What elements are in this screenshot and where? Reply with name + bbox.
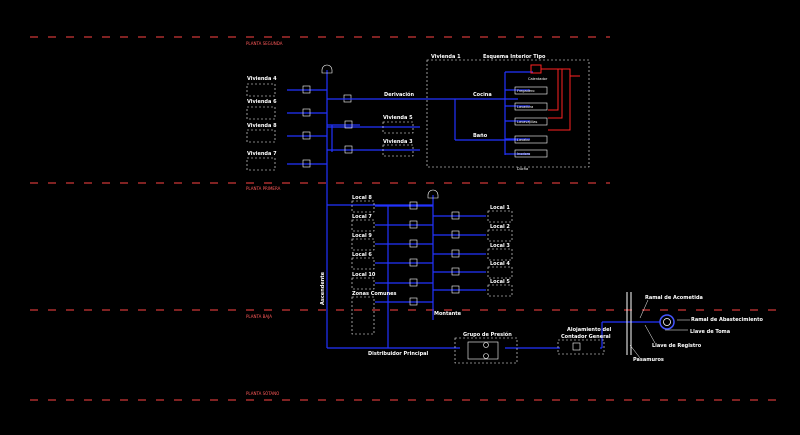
unit-label-vivienda-7: Vivienda 7	[247, 151, 277, 157]
water-main-icon	[659, 314, 675, 330]
unit-label-local-5: Local 5	[490, 279, 510, 285]
pump-group-label: Grupo de Presión	[463, 331, 512, 338]
montante-label: Montante	[434, 311, 462, 317]
ascendente-label: Ascendente	[320, 271, 326, 305]
air-vent-icon	[427, 189, 439, 199]
unit-label-local-9: Local 9	[352, 233, 372, 239]
detail-title: Vivienda 1	[431, 54, 461, 60]
pasamuros-label: Pasamuros	[633, 357, 664, 363]
unit-label-local-7: Local 7	[352, 214, 372, 220]
toma-label: Llave de Toma	[690, 329, 730, 335]
unit-label-local-10: Local 10	[352, 272, 376, 278]
unit-label-vivienda-8: Vivienda 8	[247, 123, 277, 129]
floor-label-primera: PLANTA PRIMERA	[246, 186, 281, 191]
unit-label-local-3: Local 3	[490, 243, 510, 249]
cocina-label: Cocina	[473, 92, 492, 98]
unit-label-vivienda-5: Vivienda 5	[383, 115, 413, 121]
floor-label-segunda: PLANTA SEGUNDA	[246, 41, 283, 46]
detail-subtitle: Esquema Interior Tipo	[483, 54, 546, 60]
unit-label-local-6: Local 6	[352, 252, 372, 258]
lower-left-units	[351, 200, 433, 335]
fixture-lavavajillas: Lavavajillas	[517, 120, 538, 124]
derivacion-label: Derivación	[384, 91, 414, 98]
fixture-lavadora: Lavadora	[517, 105, 533, 109]
fixture-lavabo: Lavabo	[517, 138, 530, 142]
heater-label: Calentador	[528, 77, 548, 81]
building-entry	[626, 292, 690, 359]
meter-label-line1: Alojamiento del	[567, 327, 612, 333]
unit-label-local-8: Local 8	[352, 195, 372, 201]
general-meter	[557, 339, 605, 355]
bano-label: Baño	[473, 133, 488, 139]
unit-label-vivienda-6: Vivienda 6	[247, 99, 277, 105]
unit-label-vivienda-4: Vivienda 4	[247, 76, 277, 82]
unit-label-zonas-comunes: Zonas Comunes	[352, 291, 397, 297]
air-vent-icon	[321, 64, 333, 74]
main-riser	[321, 64, 660, 349]
upper-right-branches	[327, 94, 420, 157]
distributor-label: Distribuidor Principal	[368, 351, 429, 357]
acometida-label: Ramal de Acometida	[645, 295, 703, 301]
lower-riser	[327, 189, 439, 348]
unit-label-local-1: Local 1	[490, 205, 510, 211]
upper-left-units	[246, 83, 327, 171]
unit-label-local-2: Local 2	[490, 224, 510, 230]
floor-label-sotano: PLANTA SÓTANO	[246, 391, 279, 396]
unit-label-vivienda-3: Vivienda 3	[383, 139, 413, 145]
fixture-inodoro: Inodoro	[517, 152, 530, 156]
floor-lines	[30, 36, 780, 401]
fixture-ducha: Ducha	[517, 167, 528, 171]
floor-label-baja: PLANTA BAJA	[246, 314, 272, 319]
fixture-fregadero: Fregadero	[517, 89, 535, 93]
unit-label-local-4: Local 4	[490, 261, 510, 267]
abastecimiento-label: Ramal de Abastecimiento	[691, 317, 763, 323]
detail-box	[426, 59, 590, 168]
meter-label-line2: Contador General	[561, 334, 611, 340]
pump-group	[454, 337, 518, 364]
lower-right-units	[433, 210, 513, 297]
registro-label: Llave de Registro	[652, 343, 702, 349]
